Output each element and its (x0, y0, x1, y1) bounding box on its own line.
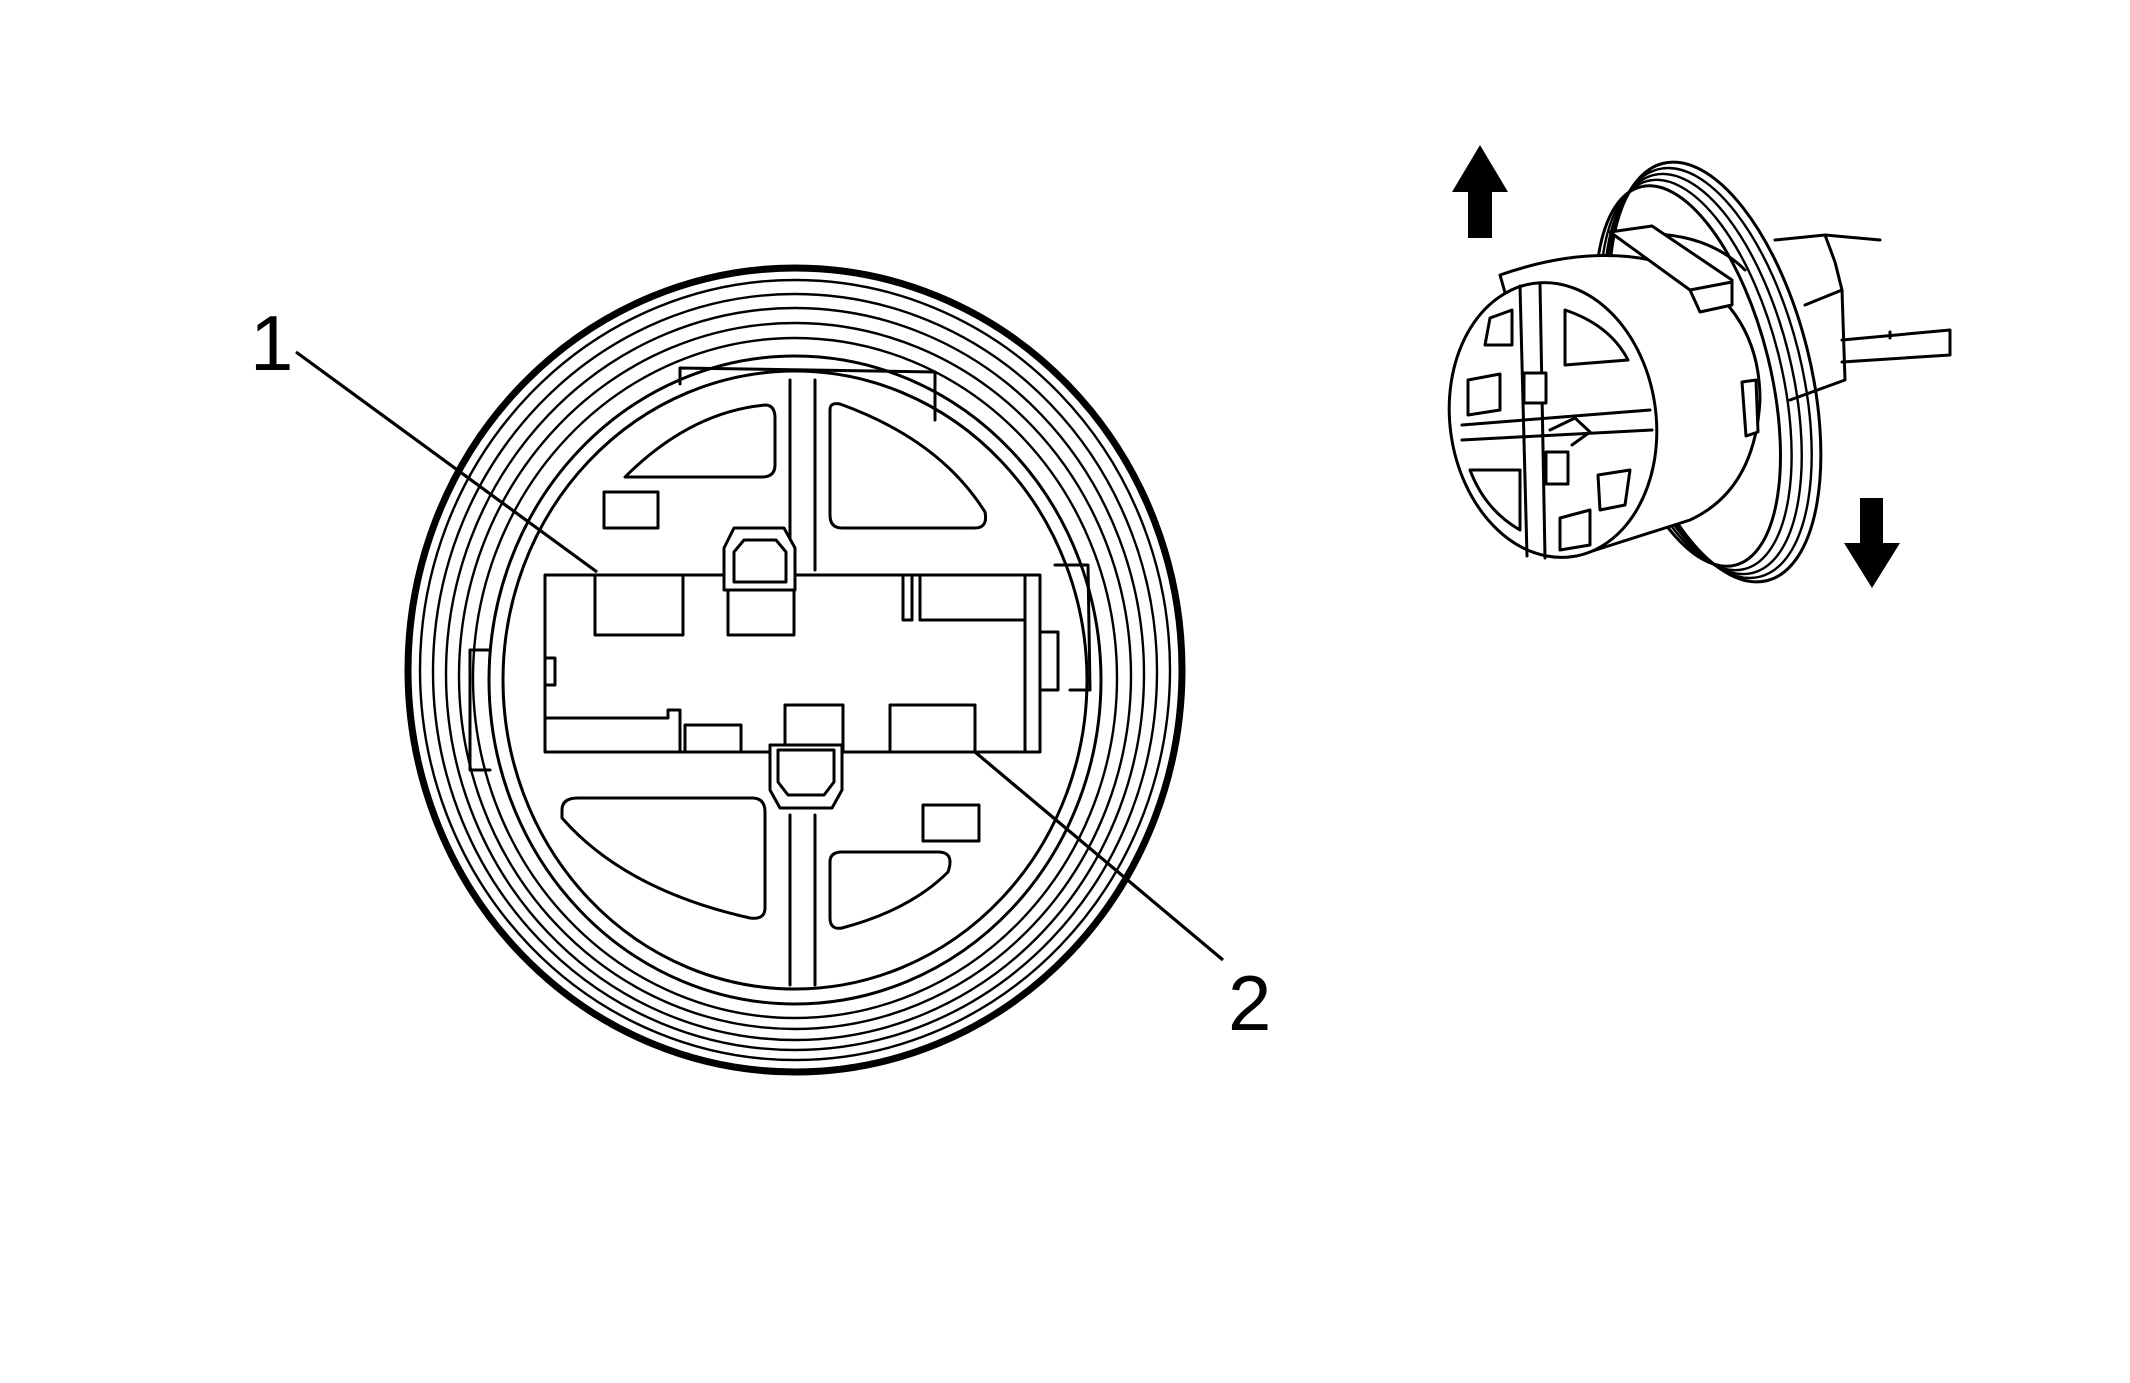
callout-2: 2 (973, 750, 1271, 1047)
callout-1: 1 (250, 299, 598, 574)
callout-label-2: 2 (1228, 959, 1271, 1047)
callout-label-1: 1 (250, 299, 293, 387)
connector-isometric-view (1447, 160, 1952, 584)
leader-line-1 (295, 350, 598, 574)
terminal-block (543, 526, 1060, 810)
direction-arrow-down-icon (1844, 498, 1900, 588)
ring-latches (468, 366, 1092, 772)
leader-line-2 (973, 750, 1225, 962)
cavity-windows (560, 402, 987, 930)
direction-arrow-up-icon (1452, 145, 1508, 238)
connector-front-view (404, 264, 1186, 1076)
